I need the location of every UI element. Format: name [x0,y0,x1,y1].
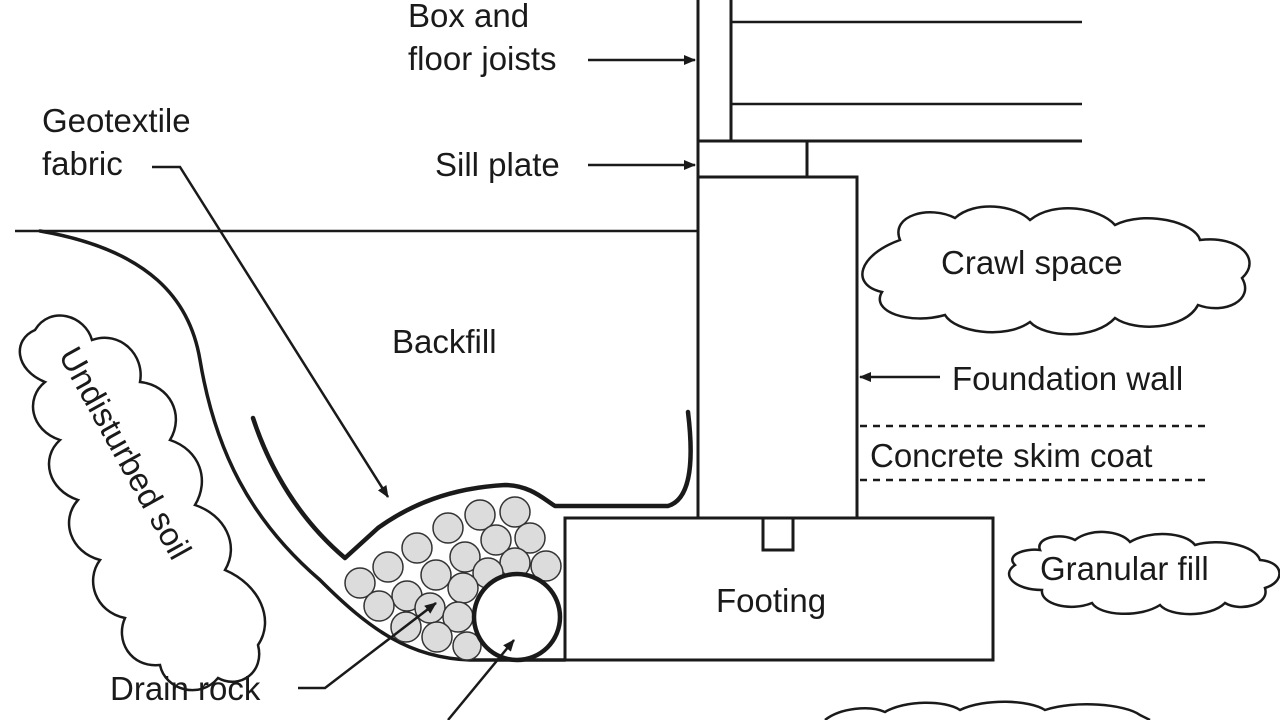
footing-label: Footing [716,582,826,619]
geotextile-arrow [152,165,390,498]
rock [421,621,453,653]
rock [363,590,395,622]
rock [514,522,546,554]
foundation-wall-label: Foundation wall [952,360,1183,397]
sill-plate-label: Sill plate [435,146,560,183]
rock [480,524,512,556]
granular-fill-label: Granular fill [1040,550,1209,587]
geotextile-fabric-line [250,409,693,561]
undisturbed-soil-cloud [18,314,267,692]
rock [447,572,479,604]
drain-rock-arrow [298,602,437,690]
rock [372,551,404,583]
drain-pipe [471,571,563,663]
backfill-label: Backfill [392,323,497,360]
rock [499,496,531,528]
bottom-cloud [824,700,1151,720]
rock [530,550,562,582]
drain-pipe-arrow [447,639,515,720]
sill-plate [696,139,809,179]
rock [464,499,496,531]
concrete-skim-coat-label: Concrete skim coat [870,437,1152,474]
rock [449,541,481,573]
drain-rock-label: Drain rock [110,670,261,707]
geotextile-fabric-label-line1: Geotextile [42,102,191,139]
box-and-floor-joists-label-line1: Box and [408,0,529,34]
rock [344,567,376,599]
keyway [761,516,795,552]
rock [401,532,433,564]
rock [452,631,482,661]
crawl-space-label: Crawl space [941,244,1123,281]
foundation-wall [696,175,859,520]
granular-fill-cloud [1007,530,1280,616]
rock [420,559,452,591]
crawl-space-cloud [861,205,1251,336]
rock [432,512,464,544]
geotextile-fabric-label-line2: fabric [42,145,123,182]
box-and-floor-joists-label-line2: floor joists [408,40,557,77]
